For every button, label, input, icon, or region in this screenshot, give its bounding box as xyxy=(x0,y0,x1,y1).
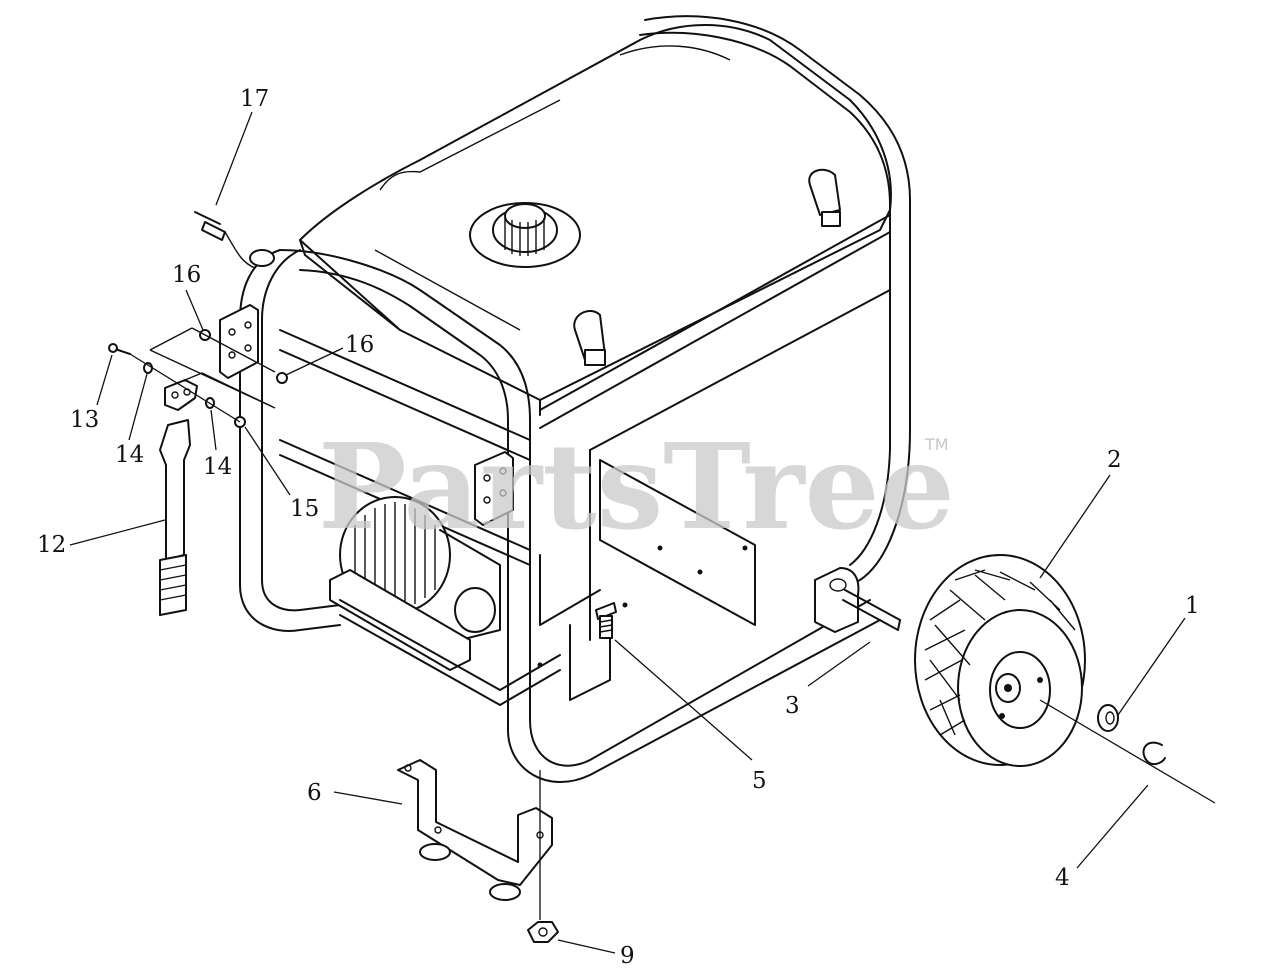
bolt-part-5 xyxy=(595,602,617,639)
callout-9: 9 xyxy=(620,943,635,969)
bolt-part-13 xyxy=(108,343,131,355)
callout-17: 17 xyxy=(240,86,269,112)
handle-assembly-outline xyxy=(149,327,276,409)
callout-5: 5 xyxy=(752,768,767,794)
callout-1: 1 xyxy=(1185,593,1200,619)
nut-part-16-lower xyxy=(276,372,288,384)
clip-part-4 xyxy=(1142,741,1166,765)
callout-15: 15 xyxy=(290,496,319,522)
callout-2: 2 xyxy=(1107,447,1122,473)
wheel-part-2 xyxy=(914,554,1086,767)
callout-16-upper: 16 xyxy=(172,262,201,288)
callout-3: 3 xyxy=(785,693,800,719)
axle-centerline xyxy=(1039,699,1216,804)
callout-12: 12 xyxy=(37,532,66,558)
callout-4: 4 xyxy=(1055,865,1070,891)
leader-lines xyxy=(69,111,1186,954)
handle-part-12 xyxy=(159,379,198,616)
nut-part-9 xyxy=(527,921,559,943)
watermark-text: PartsTree xyxy=(318,417,955,556)
watermark-trademark: TM xyxy=(924,435,949,454)
callout-14-right: 14 xyxy=(203,454,232,480)
callout-16-lower: 16 xyxy=(345,332,374,358)
generator-frame xyxy=(219,15,911,784)
pin-part-17 xyxy=(194,211,275,269)
callout-13: 13 xyxy=(70,407,99,433)
callout-6: 6 xyxy=(307,780,322,806)
foot-bracket-part-6 xyxy=(397,759,553,901)
washer-part-1 xyxy=(1097,704,1119,732)
callout-14-left: 14 xyxy=(115,442,144,468)
